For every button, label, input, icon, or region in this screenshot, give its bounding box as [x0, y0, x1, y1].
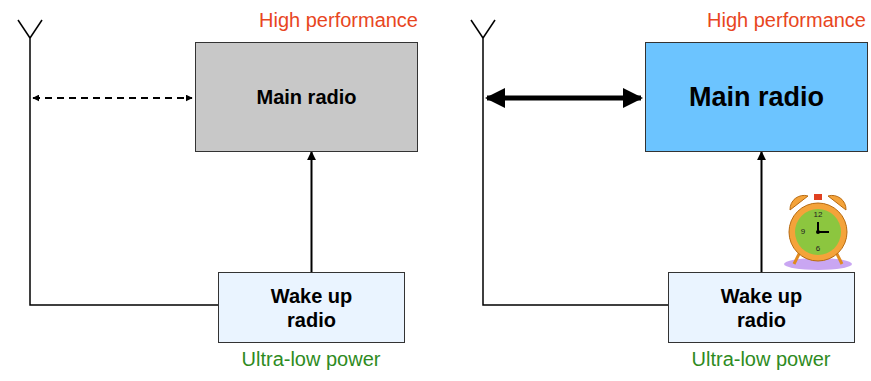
wake-signal-arrow — [761, 152, 763, 272]
wake-signal-arrow — [311, 152, 313, 272]
radio-box: Main radio — [195, 42, 418, 152]
clock-number: 6 — [816, 245, 820, 254]
performance-label: High performance — [259, 9, 418, 31]
radio-box: Main radio — [645, 42, 868, 152]
clock-number: 12 — [814, 211, 823, 220]
box-title: Main radio — [689, 81, 824, 113]
dashed-link — [33, 97, 192, 99]
antenna-symbol — [471, 20, 668, 305]
performance-label: High performance — [707, 9, 866, 31]
box-title: Wake up radio — [712, 284, 812, 332]
thick-link — [487, 96, 641, 101]
radio-box: Wake up radio — [218, 272, 405, 343]
power-label: Ultra-low power — [242, 348, 381, 370]
antenna-symbol — [18, 20, 218, 305]
box-title: Wake up radio — [262, 284, 362, 332]
radio-box: Wake up radio — [668, 272, 855, 343]
box-title: Main radio — [256, 85, 356, 109]
power-label: Ultra-low power — [692, 348, 831, 370]
clock-number: 9 — [801, 228, 805, 237]
alarm-clock — [784, 194, 852, 270]
